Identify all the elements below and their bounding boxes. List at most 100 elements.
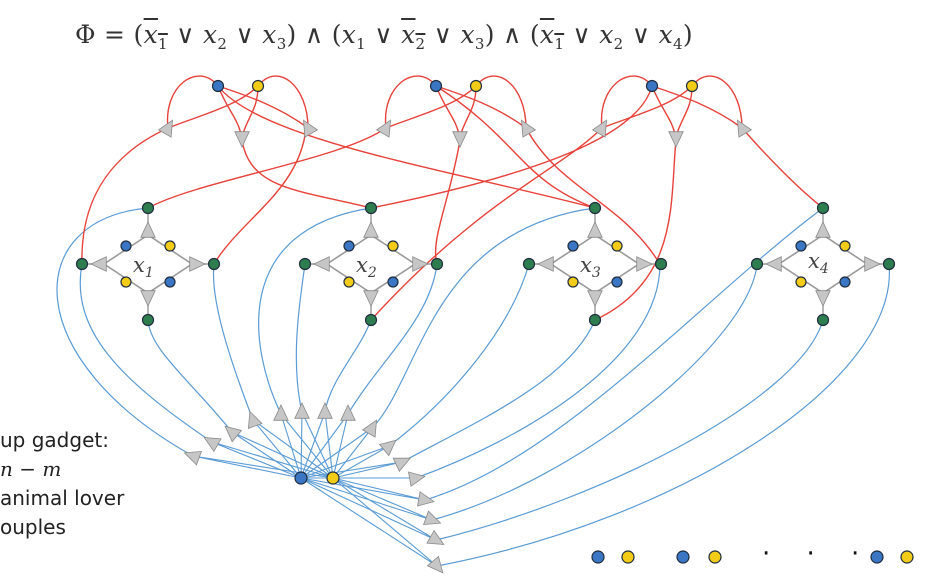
clause-edge [217,85,243,139]
side-text: up gadget: n − m animal lover ouples [0,426,124,542]
green-node-right [430,257,444,271]
clause-variable-edge [213,127,307,265]
variable-label-2: x2 [356,253,377,281]
literal: x2 [202,20,228,53]
hub-triangle [392,457,412,472]
green-node-top [364,201,378,215]
hub-triangle [224,425,243,443]
legend-yellow-node [708,550,722,564]
hub-variable-edge [415,263,661,479]
hub-triangle [426,529,445,545]
clause-triangle [591,119,607,138]
clause-variable-edge [81,127,169,265]
legend-blue-node [870,550,884,564]
hub-triangle [407,471,426,487]
hub-triangle [423,510,442,526]
hub-variable-edge [347,263,438,415]
clause-triangle [737,119,753,138]
hub-fan-edge [300,477,437,541]
green-node-left [750,257,764,271]
clause-triangle [375,119,391,138]
gadget-triangle [864,256,881,272]
hub-variable-edge [424,207,824,501]
green-node-left [522,257,536,271]
clause-blue-node [211,79,225,93]
gadget-triangle [815,290,831,307]
gadget-triangle [636,256,653,272]
hub-variable-edge [79,263,213,443]
triangle-markers [90,119,881,574]
hub-triangle [203,437,222,453]
clause-variable-edge [370,127,603,321]
formula-lhs: Φ = [75,20,134,49]
gadget-triangle [140,290,156,307]
literal: x2 [599,20,624,53]
legend-blue-node [591,550,605,564]
green-node-top [816,201,830,215]
green-node-top [588,201,602,215]
hub-triangle [340,404,356,421]
variable-label-4: x4 [808,249,829,277]
clause-variable-edge [435,85,596,209]
legend-yellow-node [621,550,635,564]
clause-triangle [234,131,250,148]
clause-variable-edge [147,127,387,209]
hub-variable-edge [401,319,596,463]
hub-fan-edge [300,427,373,479]
clause-yellow-node [685,79,699,93]
hub-triangle [183,450,202,466]
yellow-node [164,240,176,252]
gadget-triangle [537,256,554,272]
gadget-triangle [363,290,379,307]
gadget-triangle [363,221,379,238]
gadget-diamond [102,234,194,294]
green-node-bottom [816,313,830,327]
gadget-triangle [313,256,330,272]
gadget-triangle [140,221,156,238]
clause-edge [601,85,693,129]
green-node-right [207,257,221,271]
literal: x1 [539,20,565,53]
clause-variable-edge [525,127,661,265]
blue-node [567,240,579,252]
gadget-triangle [815,221,831,238]
gadget-triangle [587,290,603,307]
hub-triangle [378,439,397,457]
hub-triangle [247,410,263,429]
clause-edge [691,75,743,129]
hub-triangle [294,402,310,419]
blue-node [795,240,807,252]
green-node-left [75,257,89,271]
blue-node [164,276,176,288]
hub-triangle [416,491,435,507]
clause-triangle [521,119,537,138]
hub-triangle [361,419,377,438]
clause-yellow-node [251,79,265,93]
gadget-triangle [765,256,782,272]
clause-variable-edge [741,127,824,209]
yellow-node [120,276,132,288]
clause-edge [167,85,259,129]
green-node-top [141,201,155,215]
formula-body: (x1 ∨ x2 ∨ x3) ∧ (x1 ∨ x2 ∨ x3) ∧ (x1 ∨ … [133,20,693,53]
blue-node [343,240,355,252]
yellow-node [611,240,623,252]
hub-variable-edge [56,207,194,457]
clause-edge [384,75,437,129]
variable-label-1: x1 [133,253,154,281]
side-line-2: n − m [0,457,62,481]
gadget-triangle [587,221,603,238]
gadget-triangle [189,256,206,272]
side-line-4: ouples [0,515,66,539]
hub-variable-edge [388,263,530,447]
clause-blue-node [645,79,659,93]
clause-triangle [157,119,173,138]
legend-yellow-node [900,550,914,564]
clause-variable-edge [217,85,596,209]
clause-edge [475,75,527,129]
blue-edges [56,207,890,567]
ellipsis-dots: · · · [762,539,873,569]
literal: x1 [143,20,168,53]
clause-variable-edge [370,85,653,209]
clause-edge [217,85,309,129]
